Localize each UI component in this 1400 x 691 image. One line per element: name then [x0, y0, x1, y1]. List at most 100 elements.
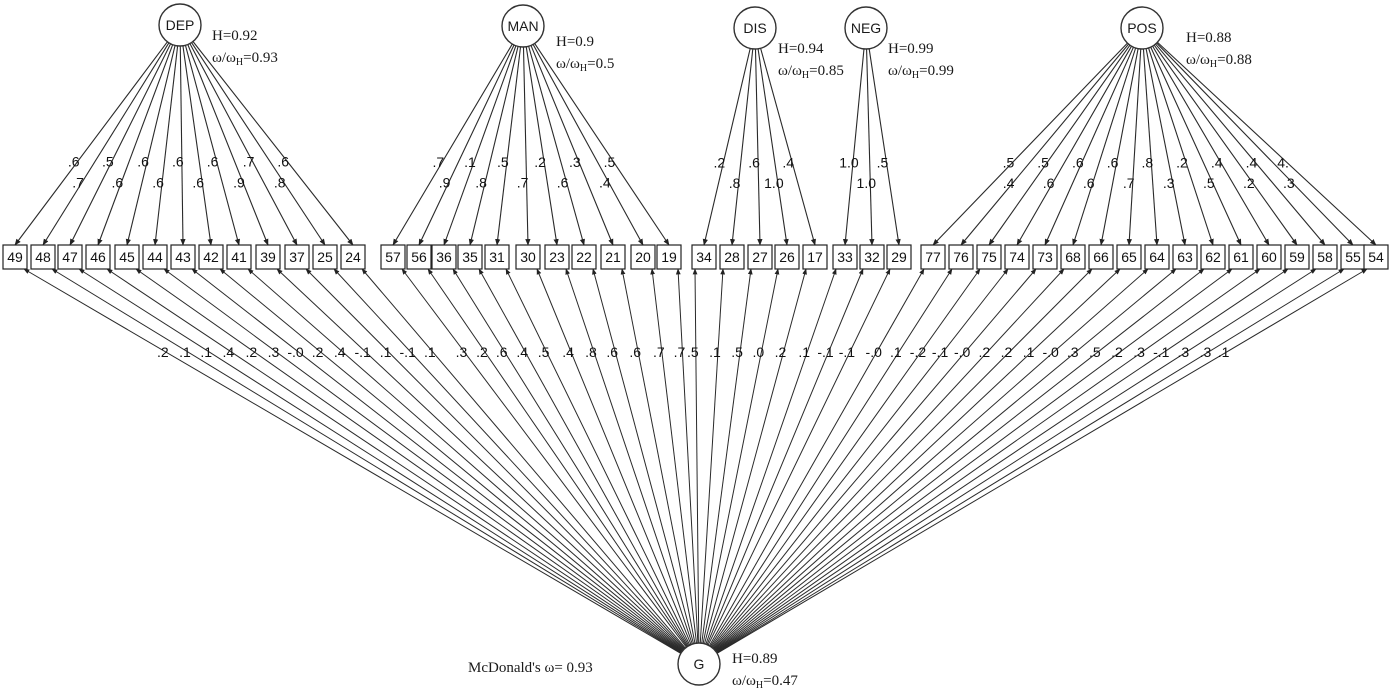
general-loading-25: -.1 [400, 344, 417, 360]
item-box-39: 39 [255, 244, 281, 270]
general-path-77 [708, 268, 925, 647]
specific-path-DEP-49 [14, 41, 168, 246]
specific-path-DEP-42 [182, 45, 213, 246]
general-loading-64: -.0 [1042, 344, 1059, 360]
specific-loading-MAN-56: .9 [439, 175, 451, 191]
general-path-22 [592, 268, 695, 644]
item-rect [1340, 244, 1366, 270]
specific-path-MAN-31 [495, 46, 522, 246]
general-loading-20: .7 [653, 344, 665, 360]
specific-loading-POS-73: .6 [1072, 155, 1084, 171]
specific-loading-NEG-32: 1.0 [857, 175, 877, 191]
item-box-58: 58 [1312, 244, 1338, 270]
factor-circle-NEG [844, 6, 888, 50]
general-loading-27: .5 [731, 344, 743, 360]
general-path-35 [478, 268, 690, 646]
item-label: 31 [489, 249, 505, 265]
specific-path-POS-74 [1016, 45, 1132, 246]
specific-loading-POS-63: .3 [1163, 175, 1175, 191]
general-path-75 [710, 268, 981, 648]
specific-path-MAN-36 [443, 45, 517, 246]
specific-path-POS-68 [1072, 47, 1137, 246]
general-path-45 [135, 268, 683, 653]
item-rect [114, 244, 140, 270]
item-label: 68 [1065, 249, 1081, 265]
specific-path-MAN-30 [522, 46, 531, 246]
general-loading-44: .3 [268, 344, 280, 360]
factor-label-DEP: DEP [166, 17, 195, 33]
item-label: 55 [1345, 249, 1361, 265]
general-path-59 [716, 268, 1289, 653]
general-path-57 [401, 268, 687, 648]
general-path-34 [692, 268, 700, 644]
item-label: 26 [779, 249, 795, 265]
item-rect [284, 244, 310, 270]
item-box-17: 17 [802, 244, 828, 270]
general-loading-32: -.1 [817, 344, 834, 360]
item-box-42: 42 [198, 244, 224, 270]
specific-loading-DEP-44: .6 [152, 174, 164, 190]
general-factor-circle [677, 642, 721, 686]
item-rect [656, 244, 682, 270]
specific-loading-DEP-25: .8 [274, 174, 286, 190]
item-label: 63 [1177, 249, 1193, 265]
specific-path-POS-77 [932, 42, 1128, 246]
item-label: 66 [1093, 249, 1109, 265]
item-rect [1116, 244, 1142, 270]
specific-path-DEP-43 [179, 45, 186, 246]
general-loading-74: -.1 [932, 344, 949, 360]
item-rect [2, 244, 28, 270]
item-rect [976, 244, 1002, 270]
item-box-60: 60 [1256, 244, 1282, 270]
item-rect [198, 244, 224, 270]
item-box-57: 57 [380, 244, 406, 270]
item-rect [544, 244, 570, 270]
general-loading-73: -.0 [954, 344, 971, 360]
factor-omega-ratio-DEP: ω/ωH=0.93 [212, 50, 278, 68]
item-box-29: 29 [886, 244, 912, 270]
general-path-49 [23, 268, 682, 654]
item-box-22: 22 [571, 244, 597, 270]
item-box-77: 77 [920, 244, 946, 270]
general-loading-42: .2 [312, 344, 324, 360]
factor-circle-DEP [158, 3, 202, 47]
specific-path-POS-55 [1156, 42, 1354, 246]
general-loading-66: .2 [1001, 344, 1013, 360]
specific-loading-POS-68: .6 [1083, 175, 1095, 191]
item-label: 21 [605, 249, 621, 265]
specific-path-DIS-27 [754, 48, 763, 246]
item-rect [1004, 244, 1030, 270]
general-path-37 [305, 268, 685, 650]
item-rect [920, 244, 946, 270]
specific-path-MAN-57 [392, 43, 513, 246]
general-path-41 [247, 268, 684, 651]
item-label: 74 [1009, 249, 1025, 265]
item-box-35: 35 [457, 244, 483, 270]
specific-path-MAN-19 [534, 43, 670, 246]
general-loading-34: .5 [687, 344, 699, 360]
general-loading-47: .1 [200, 344, 212, 360]
specific-loading-DEP-41: .6 [207, 153, 219, 169]
item-rect [431, 244, 457, 270]
item-box-27: 27 [747, 244, 773, 270]
item-box-30: 30 [515, 244, 541, 270]
item-rect [1144, 244, 1170, 270]
item-rect [886, 244, 912, 270]
specific-loading-POS-59: .2 [1243, 175, 1255, 191]
item-box-49: 49 [2, 244, 28, 270]
item-label: 62 [1205, 249, 1221, 265]
general-path-48 [51, 268, 682, 654]
item-label: 28 [724, 249, 740, 265]
item-box-76: 76 [948, 244, 974, 270]
general-path-61 [715, 268, 1233, 652]
item-rect [600, 244, 626, 270]
general-loading-24: .1 [424, 344, 436, 360]
item-label: 75 [981, 249, 997, 265]
specific-loading-POS-54: 4. [1277, 155, 1289, 171]
item-label: 22 [576, 249, 592, 265]
specific-loading-POS-66: .6 [1107, 155, 1119, 171]
item-label: 29 [891, 249, 907, 265]
specific-path-POS-58 [1155, 43, 1326, 246]
general-loading-77: -.0 [866, 344, 883, 360]
specific-path-POS-75 [988, 44, 1131, 246]
